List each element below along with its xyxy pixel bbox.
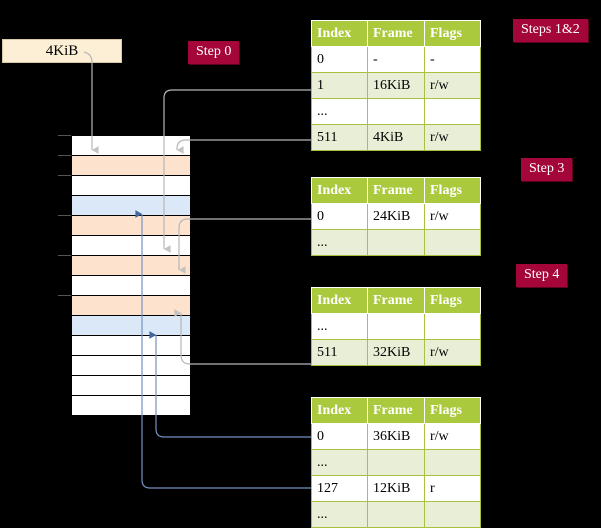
memory-tick <box>58 175 71 176</box>
page-table-cell-index: ... <box>311 313 368 340</box>
memory-frame-row <box>71 375 191 396</box>
memory-tick <box>58 155 71 156</box>
column-header-index: Index <box>311 287 368 314</box>
page-table-cell-index: 127 <box>311 475 368 502</box>
column-header-frame: Frame <box>367 287 425 314</box>
memory-frame-row <box>71 335 191 356</box>
memory-frame-row <box>71 175 191 196</box>
page-table-cell-index: 0 <box>311 46 368 73</box>
step-badge-step-0: Step 0 <box>188 41 240 64</box>
physical-memory-column <box>71 135 191 416</box>
page-table-cell-frame: 12KiB <box>367 475 425 502</box>
page-table-cell-flags: r/w <box>424 72 481 99</box>
page-table-cell-flags: r/w <box>424 124 481 151</box>
page-table-cell-frame <box>367 449 425 476</box>
page-table-cell-frame <box>367 98 425 125</box>
memory-frame-row <box>71 235 191 256</box>
wire-memory-to-pt1-row511 <box>176 139 311 154</box>
column-header-index: Index <box>311 177 368 204</box>
step-badge-step-3: Step 3 <box>521 158 573 181</box>
wire-pt2-row0-to-memory <box>178 218 311 274</box>
page-table-cell-index: 0 <box>311 423 368 450</box>
page-table-cell-index: ... <box>311 98 368 125</box>
page-table-cell-index: ... <box>311 501 368 528</box>
step-badge-label: Steps 1&2 <box>521 22 580 37</box>
memory-frame-row <box>71 135 191 156</box>
step-badge-steps-1-2: Steps 1&2 <box>513 19 588 42</box>
page-table-cell-frame <box>367 313 425 340</box>
page-table-cell-frame: 36KiB <box>367 423 425 450</box>
page-table-cell-flags: - <box>424 46 481 73</box>
page-table-row: ... <box>311 98 481 125</box>
memory-tick <box>58 255 71 256</box>
page-table-cell-frame: 4KiB <box>367 124 425 151</box>
memory-frame-row <box>71 155 191 176</box>
page-table-cell-flags <box>424 98 481 125</box>
page-table-cell-flags <box>424 449 481 476</box>
column-header-frame: Frame <box>367 177 425 204</box>
page-table-cell-frame: - <box>367 46 425 73</box>
page-table-cell-index: ... <box>311 449 368 476</box>
column-header-flags: Flags <box>424 20 481 47</box>
page-table-cell-index: 511 <box>311 339 368 366</box>
wire-pt3-row511-to-memory <box>174 309 311 365</box>
memory-frame-row <box>71 275 191 296</box>
page-table-cell-flags <box>424 229 481 256</box>
page-table-cell-frame <box>367 229 425 256</box>
page-table-cell-frame: 32KiB <box>367 339 425 366</box>
page-table-row: ... <box>311 229 481 256</box>
memory-frame-row <box>71 255 191 276</box>
page-table-cell-frame: 24KiB <box>367 203 425 230</box>
memory-frame-row <box>71 355 191 376</box>
memory-tick <box>58 135 71 136</box>
memory-request-box: 4KiB <box>2 39 122 63</box>
page-table-cell-flags: r/w <box>424 203 481 230</box>
memory-frame-row <box>71 215 191 236</box>
memory-tick <box>58 295 71 296</box>
column-header-flags: Flags <box>424 177 481 204</box>
page-table-cell-index: 1 <box>311 72 368 99</box>
memory-frame-row <box>71 295 191 316</box>
page-table-cell-flags: r/w <box>424 339 481 366</box>
step-badge-label: Step 0 <box>196 44 232 59</box>
memory-request-label: 4KiB <box>45 43 79 59</box>
page-table-row: 0-- <box>311 46 481 73</box>
column-header-index: Index <box>311 20 368 47</box>
memory-tick <box>58 215 71 216</box>
page-table-cell-flags <box>424 313 481 340</box>
page-table-cell-frame <box>367 501 425 528</box>
page-table-row: ... <box>311 449 481 476</box>
column-header-flags: Flags <box>424 287 481 314</box>
page-table-cell-flags: r <box>424 475 481 502</box>
memory-frame-row <box>71 195 191 216</box>
page-table-cell-index: 511 <box>311 124 368 151</box>
step-badge-label: Step 3 <box>529 161 565 176</box>
page-table-cell-flags: r/w <box>424 423 481 450</box>
page-table-row: ... <box>311 501 481 528</box>
memory-frame-row <box>71 395 191 416</box>
column-header-frame: Frame <box>367 20 425 47</box>
step-badge-step-4: Step 4 <box>516 264 568 287</box>
column-header-index: Index <box>311 397 368 424</box>
column-header-frame: Frame <box>367 397 425 424</box>
page-table-cell-index: ... <box>311 229 368 256</box>
page-table-cell-flags <box>424 501 481 528</box>
page-table-row: ... <box>311 313 481 340</box>
step-badge-label: Step 4 <box>524 267 560 282</box>
page-table-cell-frame: 16KiB <box>367 72 425 99</box>
memory-frame-row <box>71 315 191 336</box>
column-header-flags: Flags <box>424 397 481 424</box>
page-table-cell-index: 0 <box>311 203 368 230</box>
